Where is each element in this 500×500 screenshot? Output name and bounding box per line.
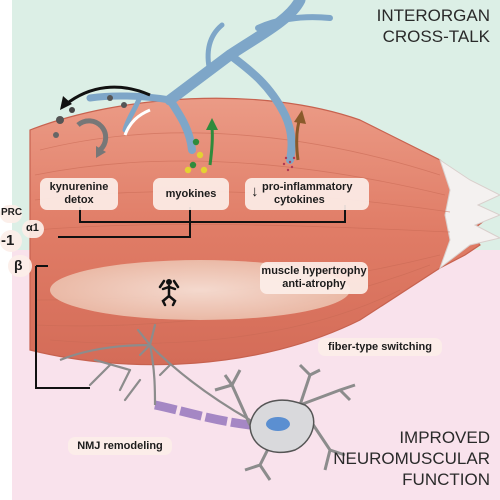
heading-bottom-line2: NEUROMUSCULAR	[333, 449, 490, 468]
label-kynurenine-detox: kynurenine detox	[40, 181, 118, 207]
label-pro-inflammatory-cytokines: pro-inflammatory cytokines	[262, 181, 366, 207]
blood-vessel	[86, 0, 333, 164]
heading-neuromuscular-function: IMPROVED NEUROMUSCULAR FUNCTION	[333, 427, 490, 490]
pgc-alpha-pill	[22, 220, 44, 238]
pgc-prc-pill	[0, 205, 22, 223]
myokines-text: myokines	[165, 188, 217, 200]
arrow-down-icon: ↓	[251, 183, 259, 200]
pgc-beta-pill	[8, 255, 32, 277]
myokines-pill	[153, 178, 229, 210]
cytokine-arrowhead	[294, 110, 306, 124]
tendon	[438, 158, 500, 270]
pgc-beta-text: β	[14, 257, 23, 273]
heading-top-line1: INTERORGAN	[376, 6, 490, 25]
hypertrophy-line2: anti-atrophy	[282, 278, 346, 290]
hypertrophy-line1: muscle hypertrophy	[261, 265, 367, 277]
kynurenine-cycle	[53, 95, 127, 158]
heading-bottom-line3: FUNCTION	[402, 470, 490, 489]
neuron	[59, 323, 356, 481]
cytokines-pill	[245, 178, 369, 210]
flexing-figure-icon	[158, 279, 180, 307]
kynurenine-line2: detox	[64, 194, 94, 206]
hypertrophy-pill	[260, 262, 368, 294]
kynurenine-pill	[40, 178, 118, 210]
myokine-arrowhead	[206, 118, 218, 130]
pgc-minus1-pill	[0, 230, 22, 252]
fiber-switching-pill	[318, 338, 442, 356]
heading-bottom-line1: IMPROVED	[399, 428, 490, 447]
cytokines-line1: pro-inflammatory	[262, 181, 353, 193]
white-arrow	[123, 108, 151, 136]
cytokine-dots	[282, 156, 296, 172]
connector-lines	[35, 205, 346, 389]
heading-top-line2: CROSS-TALK	[382, 27, 490, 46]
pgc-alpha1-text: α1	[26, 222, 39, 234]
label-myokines: myokines	[153, 188, 229, 201]
label-muscle-hypertrophy: muscle hypertrophy anti-atrophy	[260, 265, 368, 291]
kynurenine-arrow	[64, 85, 151, 107]
myokine-arrow	[208, 127, 214, 166]
kynurenine-arrowhead	[60, 96, 72, 110]
cytokines-line2: cytokines	[274, 194, 325, 206]
nmj-pill	[68, 437, 172, 455]
pgc-minus1-text: -1	[1, 232, 15, 249]
fiber-switching-text: fiber-type switching	[328, 341, 432, 353]
label-nmj-remodeling: NMJ remodeling	[68, 440, 172, 453]
heading-interorgan-crosstalk: INTERORGAN CROSS-TALK	[377, 5, 490, 47]
label-fiber-type-switching: fiber-type switching	[318, 341, 442, 354]
neuron-nucleus	[266, 417, 290, 431]
myokine-dots	[184, 138, 208, 174]
nmj-text: NMJ remodeling	[77, 440, 163, 452]
kynurenine-line1: kynurenine	[49, 181, 109, 193]
pgc-prc-text: PRC	[1, 207, 23, 218]
